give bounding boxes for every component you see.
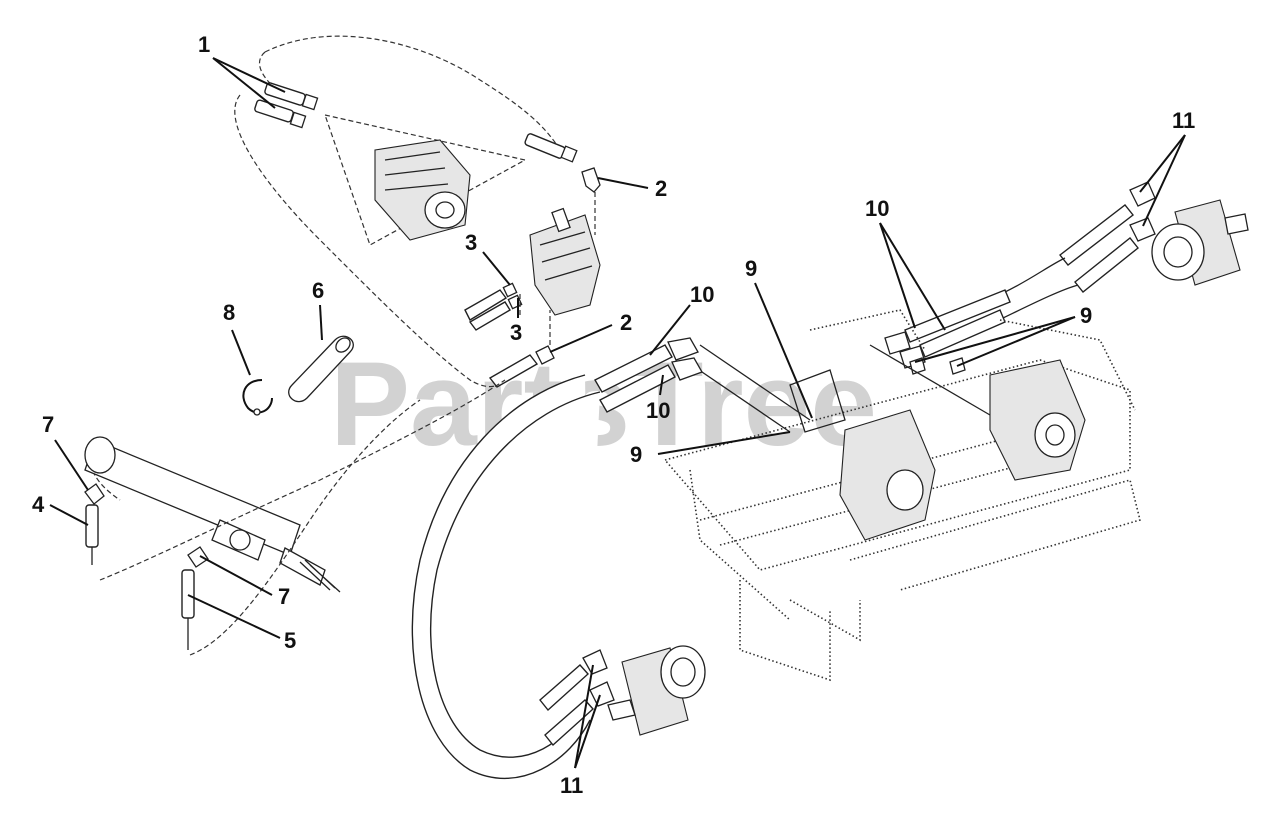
long-hose-assembly xyxy=(411,337,811,780)
callout-7: 7 xyxy=(278,584,290,609)
callout-5: 5 xyxy=(284,628,296,653)
callout-1: 1 xyxy=(198,32,210,57)
fittings-part-1 xyxy=(254,82,601,235)
callout-10: 10 xyxy=(690,282,714,307)
upper-pump-assembly xyxy=(234,35,601,388)
chassis-frame xyxy=(663,309,1141,682)
callout-9: 9 xyxy=(1080,303,1092,328)
lift-cylinder-assembly xyxy=(84,379,506,656)
callout-6: 6 xyxy=(312,278,324,303)
callout-11: 11 xyxy=(1172,108,1195,133)
leader-lines xyxy=(49,57,1186,769)
callout-9: 9 xyxy=(630,442,642,467)
callout-4: 4 xyxy=(32,492,45,517)
upper-wheel-motor xyxy=(1059,181,1249,293)
cylinder-fittings xyxy=(84,483,209,650)
callout-labels: 1 2 2 3 3 4 5 6 7 7 8 9 9 9 10 10 10 11 … xyxy=(32,32,1195,798)
clamp-part-8 xyxy=(242,379,273,416)
callout-3: 3 xyxy=(465,230,477,255)
callout-10: 10 xyxy=(865,196,889,221)
callout-11: 11 xyxy=(560,773,583,798)
callout-2: 2 xyxy=(620,310,632,335)
callout-2: 2 xyxy=(655,176,667,201)
callout-9: 9 xyxy=(745,256,757,281)
hose-sleeve-part-6 xyxy=(288,335,354,403)
callout-7: 7 xyxy=(42,412,54,437)
callout-10: 10 xyxy=(646,398,670,423)
lower-wheel-motor xyxy=(539,645,706,747)
callout-8: 8 xyxy=(223,300,235,325)
right-hose-bundle xyxy=(869,257,1079,416)
callout-3: 3 xyxy=(510,320,522,345)
